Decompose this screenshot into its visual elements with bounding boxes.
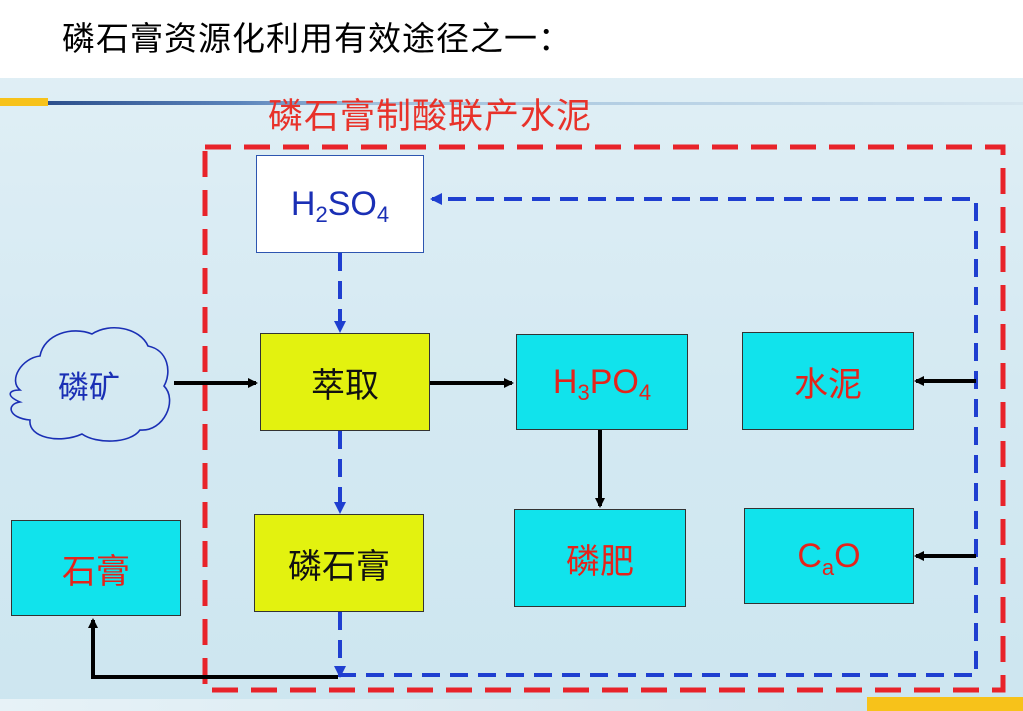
slide-title: 磷石膏资源化利用有效途径之一： [62,19,572,58]
ore-cloud [9,326,171,442]
fertilizer-box: 磷肥 [514,509,686,607]
phosphoric-acid-formula: H3PO4 [552,362,652,405]
sulfuric-acid-box: H2SO4 [256,155,424,253]
extraction-box: 萃取 [260,333,430,431]
phosphogypsum-label: 磷石膏 [288,546,390,587]
lime-formula: CaO [797,536,861,580]
cement-label: 水泥 [794,364,862,405]
fertilizer-label: 磷肥 [566,541,634,582]
process-boundary [202,144,1006,693]
footer-accent-yellow [867,697,1023,711]
phosphoric-acid-box: H3PO4 [516,334,688,430]
cement-box: 水泥 [742,332,914,430]
slide-header: 磷石膏资源化利用有效途径之一： [0,0,1023,78]
gypsum-box: 石膏 [11,520,181,616]
accent-bar-blue [48,101,368,105]
accent-bar-yellow [0,98,48,106]
recycle-loop-right [338,193,978,677]
sulfuric-acid-formula: H2SO4 [290,184,390,227]
lime-box: CaO [744,508,914,604]
diagram-subtitle: 磷石膏制酸联产水泥 [268,97,593,137]
phosphogypsum-box: 磷石膏 [254,514,424,612]
ore-label: 磷矿 [58,370,120,406]
gypsum-label: 石膏 [62,551,130,592]
footer-band [0,699,867,711]
extraction-label: 萃取 [311,365,379,406]
accent-bar-fade [368,102,1023,105]
arrow-to-gypsum [88,618,338,679]
